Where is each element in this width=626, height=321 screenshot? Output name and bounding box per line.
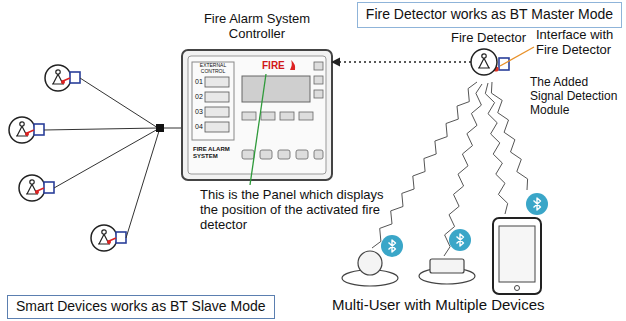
left-detectors [25, 132, 29, 136]
left-detectors [80, 78, 158, 128]
controller-panel [192, 62, 234, 140]
node-heading: Fire Alarm System Controller [192, 12, 322, 42]
connector-arrow [332, 61, 471, 62]
controller-panel [205, 107, 229, 117]
callout-label: The Added Signal Detection Module [530, 76, 624, 117]
node-heading: Fire Detector [451, 31, 526, 46]
mode-box: Smart Devices works as BT Slave Mode [7, 295, 275, 319]
controller-panel [278, 150, 290, 159]
controller-panel [205, 122, 229, 132]
left-detectors [44, 78, 182, 238]
left-detectors [9, 117, 35, 143]
mode-box: Fire Detector works as BT Master Mode [357, 2, 622, 28]
controller-panel [296, 150, 308, 159]
smart-devices [381, 235, 403, 257]
smart-devices [499, 226, 535, 282]
controller-panel [205, 77, 229, 132]
left-detectors [44, 128, 158, 130]
box-text: Fire Detector works as BT Master Mode [366, 6, 613, 24]
wireless-signal [444, 84, 482, 256]
controller-panel [242, 150, 254, 159]
panel-text: EXTERNAL CONTROL [193, 63, 233, 75]
left-detectors [34, 72, 126, 243]
controller-panel [260, 150, 272, 159]
controller-panel [314, 90, 323, 98]
left-detectors [45, 65, 71, 91]
left-detectors [25, 80, 111, 244]
controller-panel [314, 62, 323, 70]
detector-symbol [471, 49, 497, 75]
smart-devices [449, 229, 471, 251]
left-detectors [163, 128, 182, 129]
smart-devices [526, 193, 548, 215]
callout-label: This is the Panel which displays the pos… [200, 188, 390, 233]
controller-panel [205, 77, 229, 87]
controller-panel [188, 56, 326, 174]
panel-text: FIRE [262, 60, 285, 72]
wireless-signal [485, 83, 507, 214]
controller-panel [261, 112, 275, 120]
detector-symbol [471, 49, 497, 75]
left-detectors [54, 129, 158, 188]
wireless-signal [372, 82, 477, 248]
group-label: Multi-User with Multiple Devices [332, 296, 545, 313]
panel-text: FIRE ALARM SYSTEM [193, 146, 235, 160]
right-detector-module [500, 47, 534, 66]
smart-devices [430, 259, 464, 273]
left-detectors [34, 124, 44, 135]
controller-panel [299, 112, 313, 120]
controller-panel [250, 74, 266, 185]
left-detectors [27, 78, 116, 241]
left-detectors [107, 240, 111, 244]
controller-panel [242, 76, 310, 102]
smart-devices [493, 218, 541, 294]
left-detectors [126, 131, 159, 238]
zone-number: 04 [195, 123, 203, 131]
left-detectors [70, 72, 80, 83]
controller-panel [314, 150, 323, 159]
controller-panel [182, 50, 332, 180]
zone-number: 01 [195, 78, 203, 86]
left-detectors [9, 65, 182, 251]
controller-panel [205, 92, 229, 102]
controller-panel [314, 76, 323, 84]
left-detectors [19, 175, 45, 201]
smart-devices [515, 286, 520, 291]
left-detectors [116, 232, 126, 243]
wireless-signal [491, 82, 527, 190]
box-text: Smart Devices works as BT Slave Mode [16, 298, 266, 316]
left-detectors [91, 225, 117, 251]
controller-panel [182, 50, 332, 185]
controller-panel [290, 60, 295, 70]
left-detectors [44, 182, 54, 193]
left-detectors [156, 124, 164, 132]
fire-detector: Fire Detector [471, 49, 497, 75]
right-detector-module [493, 47, 534, 72]
left-detectors [35, 190, 39, 194]
controller-panel [280, 112, 294, 120]
zone-number: 02 [195, 93, 203, 101]
zone-number: 03 [195, 108, 203, 116]
left-detectors [61, 80, 65, 84]
controller-panel [242, 112, 256, 120]
smart-devices [358, 251, 382, 275]
callout-label: Interface with Fire Detector [536, 28, 624, 58]
controller-panel [242, 62, 323, 159]
